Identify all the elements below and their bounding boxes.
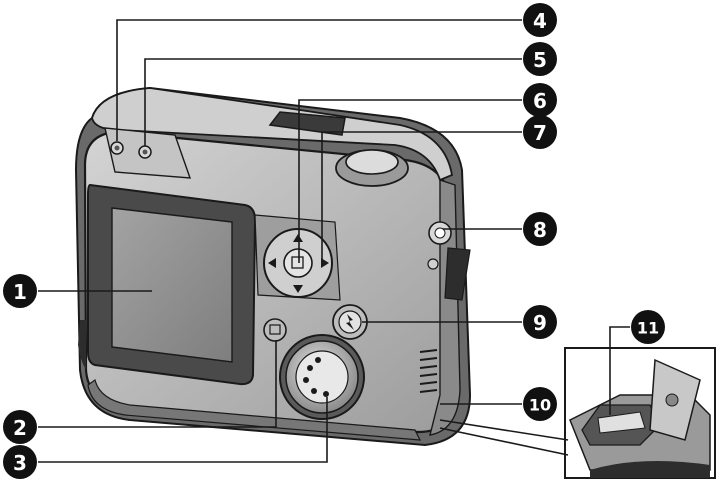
callout-9: 9 <box>523 305 557 339</box>
callout-4-label: 4 <box>533 9 547 33</box>
menu-button <box>263 318 287 342</box>
speaker-grille <box>419 349 438 393</box>
callout-3-label: 3 <box>13 451 27 475</box>
callout-8-label: 8 <box>533 218 547 242</box>
viewfinder-leds <box>110 141 152 159</box>
callout-8: 8 <box>523 212 557 246</box>
callout-7: 7 <box>523 115 557 149</box>
callout-1: 1 <box>3 274 37 308</box>
callout-4: 4 <box>523 3 557 37</box>
callout-10: 10 <box>523 387 557 421</box>
flash-button <box>332 304 368 340</box>
lcd-monitor <box>87 183 257 386</box>
callout-5-label: 5 <box>533 48 547 72</box>
navigation-pad <box>254 214 341 301</box>
shutter-button <box>335 149 409 187</box>
callout-2: 2 <box>3 410 37 444</box>
battery-compartment-inset <box>564 347 716 479</box>
callout-11: 11 <box>631 310 665 344</box>
callout-6: 6 <box>523 83 557 117</box>
leader-lines <box>38 19 630 463</box>
callout-6-label: 6 <box>533 89 547 113</box>
callout-2-label: 2 <box>13 416 27 440</box>
callout-10-label: 10 <box>529 396 551 415</box>
callout-3: 3 <box>3 445 37 479</box>
callout-9-label: 9 <box>533 311 547 335</box>
callout-1-label: 1 <box>13 280 27 304</box>
callout-5: 5 <box>523 42 557 76</box>
mode-dial <box>279 334 365 420</box>
strap-eyelet <box>427 221 452 270</box>
callout-7-label: 7 <box>533 121 547 145</box>
callout-11-label: 11 <box>637 319 659 338</box>
